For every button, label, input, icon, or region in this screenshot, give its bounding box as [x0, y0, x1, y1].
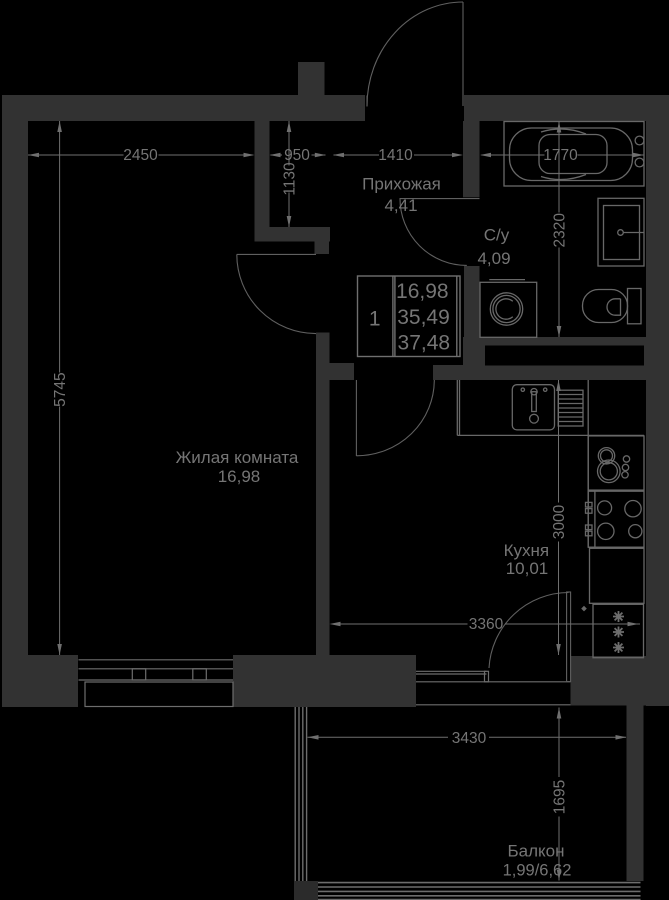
- svg-text:1695: 1695: [552, 780, 569, 814]
- svg-text:35,49: 35,49: [397, 306, 450, 329]
- svg-text:16,98: 16,98: [396, 280, 449, 303]
- svg-text:Жилая комната: Жилая комната: [176, 448, 299, 467]
- svg-text:3360: 3360: [469, 616, 504, 633]
- svg-text:Прихожая: Прихожая: [362, 175, 441, 194]
- svg-text:1410: 1410: [378, 147, 413, 164]
- svg-text:4,41: 4,41: [384, 196, 417, 215]
- svg-text:4,09: 4,09: [477, 249, 510, 268]
- svg-text:10,01: 10,01: [506, 559, 549, 578]
- svg-text:Кухня: Кухня: [504, 541, 550, 560]
- svg-text:950: 950: [284, 147, 310, 164]
- svg-text:1130: 1130: [281, 162, 298, 196]
- svg-text:3000: 3000: [551, 504, 568, 539]
- svg-text:1,99/6,62: 1,99/6,62: [503, 862, 572, 880]
- svg-text:1: 1: [369, 308, 381, 331]
- svg-text:16,98: 16,98: [218, 467, 261, 486]
- svg-text:2320: 2320: [552, 213, 569, 248]
- svg-text:Балкон: Балкон: [507, 842, 564, 861]
- svg-text:1770: 1770: [543, 147, 578, 164]
- svg-text:37,48: 37,48: [398, 332, 451, 355]
- svg-text:С/у: С/у: [484, 226, 510, 245]
- svg-text:5745: 5745: [52, 372, 69, 406]
- svg-text:3430: 3430: [452, 730, 487, 747]
- svg-text:2450: 2450: [123, 147, 158, 164]
